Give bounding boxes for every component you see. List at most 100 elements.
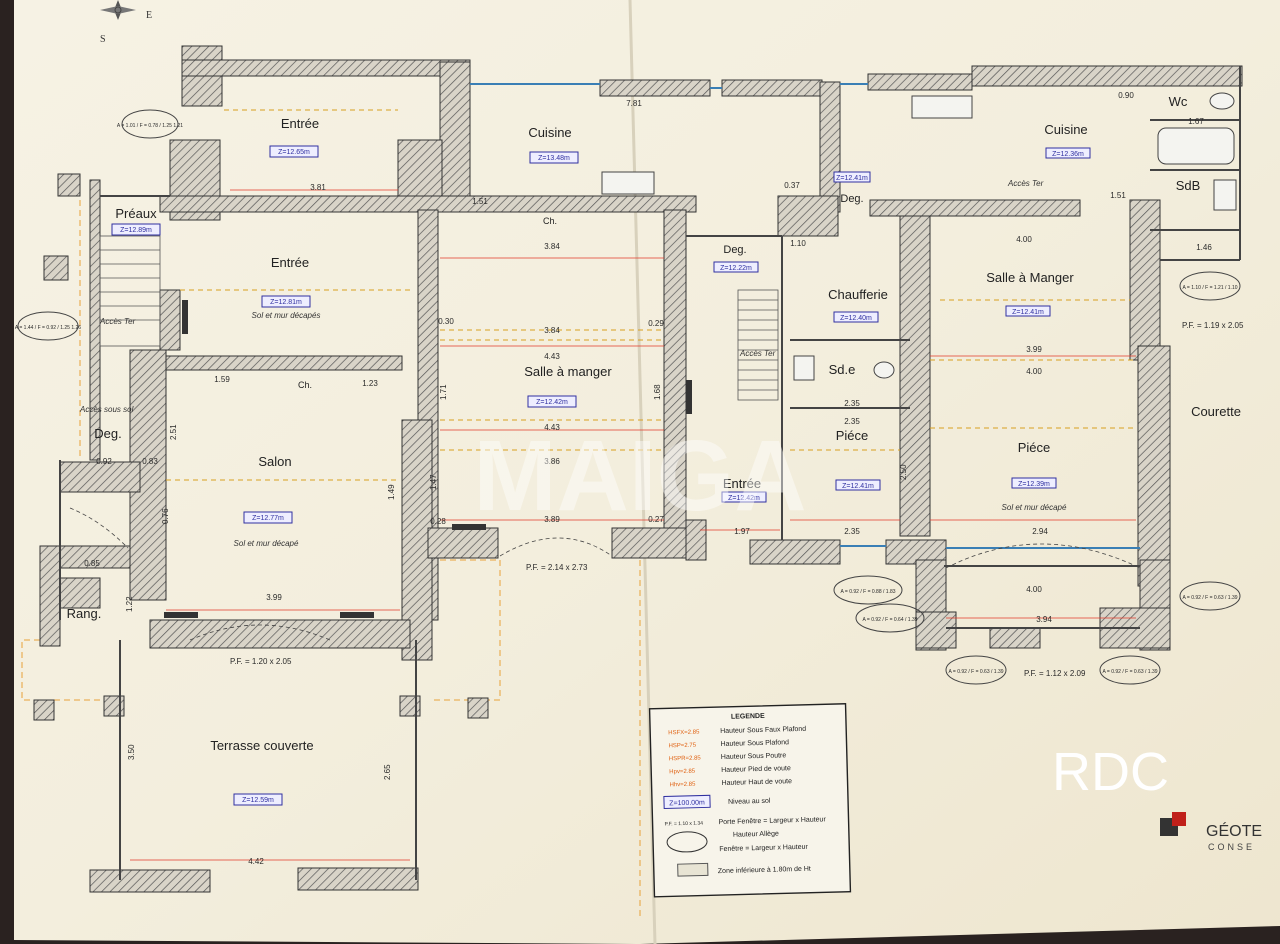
window-tag: A = 0.92 / F = 0.63 / 1.39 bbox=[945, 655, 1007, 685]
room-salle-manger-center: Salle à manger bbox=[524, 364, 612, 379]
room-cuisine-right: Cuisine bbox=[1044, 122, 1087, 137]
window-tags: A = 1.01 / F = 0.78 / 1.25 1.21 A = 0.92… bbox=[15, 109, 1241, 685]
legend-zone-label: Zone inférieure à 1.80m de Ht bbox=[718, 866, 811, 875]
svg-text:3.99: 3.99 bbox=[1026, 345, 1042, 354]
room-deg-small: Deg. bbox=[840, 193, 863, 205]
toilet-icon-sde bbox=[873, 361, 895, 379]
svg-text:Z=12.89m: Z=12.89m bbox=[120, 227, 152, 234]
svg-text:1.97: 1.97 bbox=[734, 527, 750, 536]
svg-text:Z=12.22m: Z=12.22m bbox=[720, 265, 752, 272]
svg-text:2.35: 2.35 bbox=[844, 527, 860, 536]
svg-text:Z=12.77m: Z=12.77m bbox=[252, 515, 284, 522]
svg-text:0.83: 0.83 bbox=[142, 457, 158, 466]
svg-text:Z=12.41m: Z=12.41m bbox=[1012, 309, 1044, 316]
radiators bbox=[164, 300, 692, 618]
door-swings bbox=[69, 507, 1141, 641]
svg-text:4.42: 4.42 bbox=[248, 857, 264, 866]
svg-text:Z=12.41m: Z=12.41m bbox=[836, 175, 868, 182]
room-cuisine-left: Cuisine bbox=[528, 125, 571, 140]
room-entree-mid: Entrée bbox=[271, 255, 309, 270]
svg-text:0.85: 0.85 bbox=[84, 559, 100, 568]
staircase bbox=[737, 289, 779, 401]
room-piece-right: Piéce bbox=[1018, 440, 1051, 455]
washbasin-icon bbox=[1213, 179, 1237, 211]
svg-text:4.00: 4.00 bbox=[1016, 235, 1032, 244]
room-deg-top: Deg. bbox=[723, 244, 746, 256]
level-box: Z=12.41m bbox=[833, 171, 871, 183]
svg-text:0.90: 0.90 bbox=[1118, 91, 1134, 100]
legend-label: Hauteur Sous Poutre bbox=[721, 752, 787, 761]
level-box: Z=12.39m bbox=[1011, 477, 1057, 489]
svg-text:1.67: 1.67 bbox=[1188, 117, 1204, 126]
room-deg-left: Deg. bbox=[94, 426, 121, 441]
svg-text:1.46: 1.46 bbox=[1196, 243, 1212, 252]
legend-allege-label: Hauteur Allège bbox=[733, 831, 779, 839]
svg-text:1.23: 1.23 bbox=[362, 379, 378, 388]
notes: Sol et mur décapés Sol et mur décapé Sol… bbox=[79, 179, 1244, 678]
room-sde: Sd.e bbox=[829, 362, 856, 377]
walls bbox=[33, 45, 1243, 893]
sink-icon bbox=[601, 171, 655, 195]
shower-icon bbox=[793, 355, 815, 381]
level-box: Z=12.36m bbox=[1045, 147, 1091, 159]
room-chaufferie: Chaufferie bbox=[828, 287, 888, 302]
svg-text:Z=12.42m: Z=12.42m bbox=[536, 399, 568, 406]
room-sdb: SdB bbox=[1176, 178, 1201, 193]
svg-text:3.86: 3.86 bbox=[544, 457, 560, 466]
svg-text:0.76: 0.76 bbox=[161, 508, 170, 524]
staircase-left bbox=[99, 235, 161, 347]
room-rang: Rang. bbox=[67, 606, 102, 621]
level-box: Z=12.41m bbox=[835, 479, 881, 491]
svg-text:3.84: 3.84 bbox=[544, 326, 560, 335]
svg-text:1.51: 1.51 bbox=[1110, 191, 1126, 200]
level-box: Z=12.59m bbox=[233, 793, 283, 806]
room-entree-top: Entrée bbox=[281, 116, 319, 131]
svg-text:Z=12.39m: Z=12.39m bbox=[1018, 481, 1050, 488]
compass-icon: E S bbox=[100, 0, 152, 45]
legend-code: Hhv=2.85 bbox=[670, 782, 697, 789]
svg-text:1.59: 1.59 bbox=[214, 375, 230, 384]
svg-text:0.30: 0.30 bbox=[438, 317, 454, 326]
svg-text:Z=12.59m: Z=12.59m bbox=[242, 797, 274, 804]
svg-text:0.92: 0.92 bbox=[96, 457, 112, 466]
note-acces-ter: Accès Ter bbox=[1007, 179, 1044, 188]
fixtures bbox=[601, 92, 1237, 381]
legend-label: Hauteur Sous Faux Plafond bbox=[720, 726, 806, 735]
dimension-labels: 3.84 3.84 4.43 4.43 3.86 3.89 3.81 3.99 … bbox=[84, 91, 1212, 866]
level-boxes: Z=12.65m Z=13.48m Z=12.89m Z=12.81m Z=12… bbox=[111, 145, 1091, 806]
svg-text:4.00: 4.00 bbox=[1026, 585, 1042, 594]
svg-text:A = 0.92 / F = 0.88 / 1.83: A = 0.92 / F = 0.88 / 1.83 bbox=[840, 589, 895, 595]
company-name: GÉOTE bbox=[1206, 821, 1262, 840]
company-logo: GÉOTE CONSE bbox=[1160, 812, 1262, 852]
legend-code: Hpv=2.85 bbox=[669, 769, 696, 776]
svg-text:2.65: 2.65 bbox=[383, 764, 392, 780]
note-pf: P.F. = 1.20 x 2.05 bbox=[230, 657, 292, 666]
level-box: Z=12.42m bbox=[527, 395, 577, 408]
svg-text:1.47: 1.47 bbox=[429, 474, 438, 490]
svg-text:3.81: 3.81 bbox=[310, 183, 326, 192]
paper-fold bbox=[628, 0, 657, 944]
legend-fenetre-label: Fenêtre = Largeur x Hauteur bbox=[719, 844, 808, 853]
legend-panel: LEGENDE HSFX=2.85 Hauteur Sous Faux Plaf… bbox=[648, 703, 852, 898]
svg-text:A = 0.92 / F = 0.63 / 1.39: A = 0.92 / F = 0.63 / 1.39 bbox=[948, 669, 1003, 675]
svg-text:1.22: 1.22 bbox=[125, 596, 134, 612]
ceiling-lines bbox=[166, 109, 1136, 481]
room-entree-right: Entrée bbox=[723, 476, 761, 491]
sink-icon-right bbox=[911, 95, 973, 119]
note-acces-sous-sol: Accès sous sol bbox=[79, 405, 134, 414]
toilet-icon bbox=[1209, 92, 1235, 110]
compass-east-label: E bbox=[146, 10, 152, 21]
svg-text:Z=12.42m: Z=12.42m bbox=[728, 495, 760, 502]
svg-text:4.43: 4.43 bbox=[544, 352, 560, 361]
svg-text:2.35: 2.35 bbox=[844, 399, 860, 408]
legend-pf-code: P.F. = 1.10 x 1.34 bbox=[665, 820, 704, 827]
svg-text:0.27: 0.27 bbox=[648, 515, 664, 524]
level-box: Z=12.65m bbox=[269, 145, 319, 158]
svg-text:Z=13.48m: Z=13.48m bbox=[538, 155, 570, 162]
window-tag: A = 1.01 / F = 0.78 / 1.25 1.21 bbox=[117, 109, 183, 139]
room-salle-manger-right: Salle à Manger bbox=[986, 270, 1074, 285]
svg-text:2.51: 2.51 bbox=[169, 424, 178, 440]
svg-text:1.10: 1.10 bbox=[790, 239, 806, 248]
level-box: Z=12.42m bbox=[721, 491, 767, 503]
svg-text:4.00: 4.00 bbox=[1026, 367, 1042, 376]
